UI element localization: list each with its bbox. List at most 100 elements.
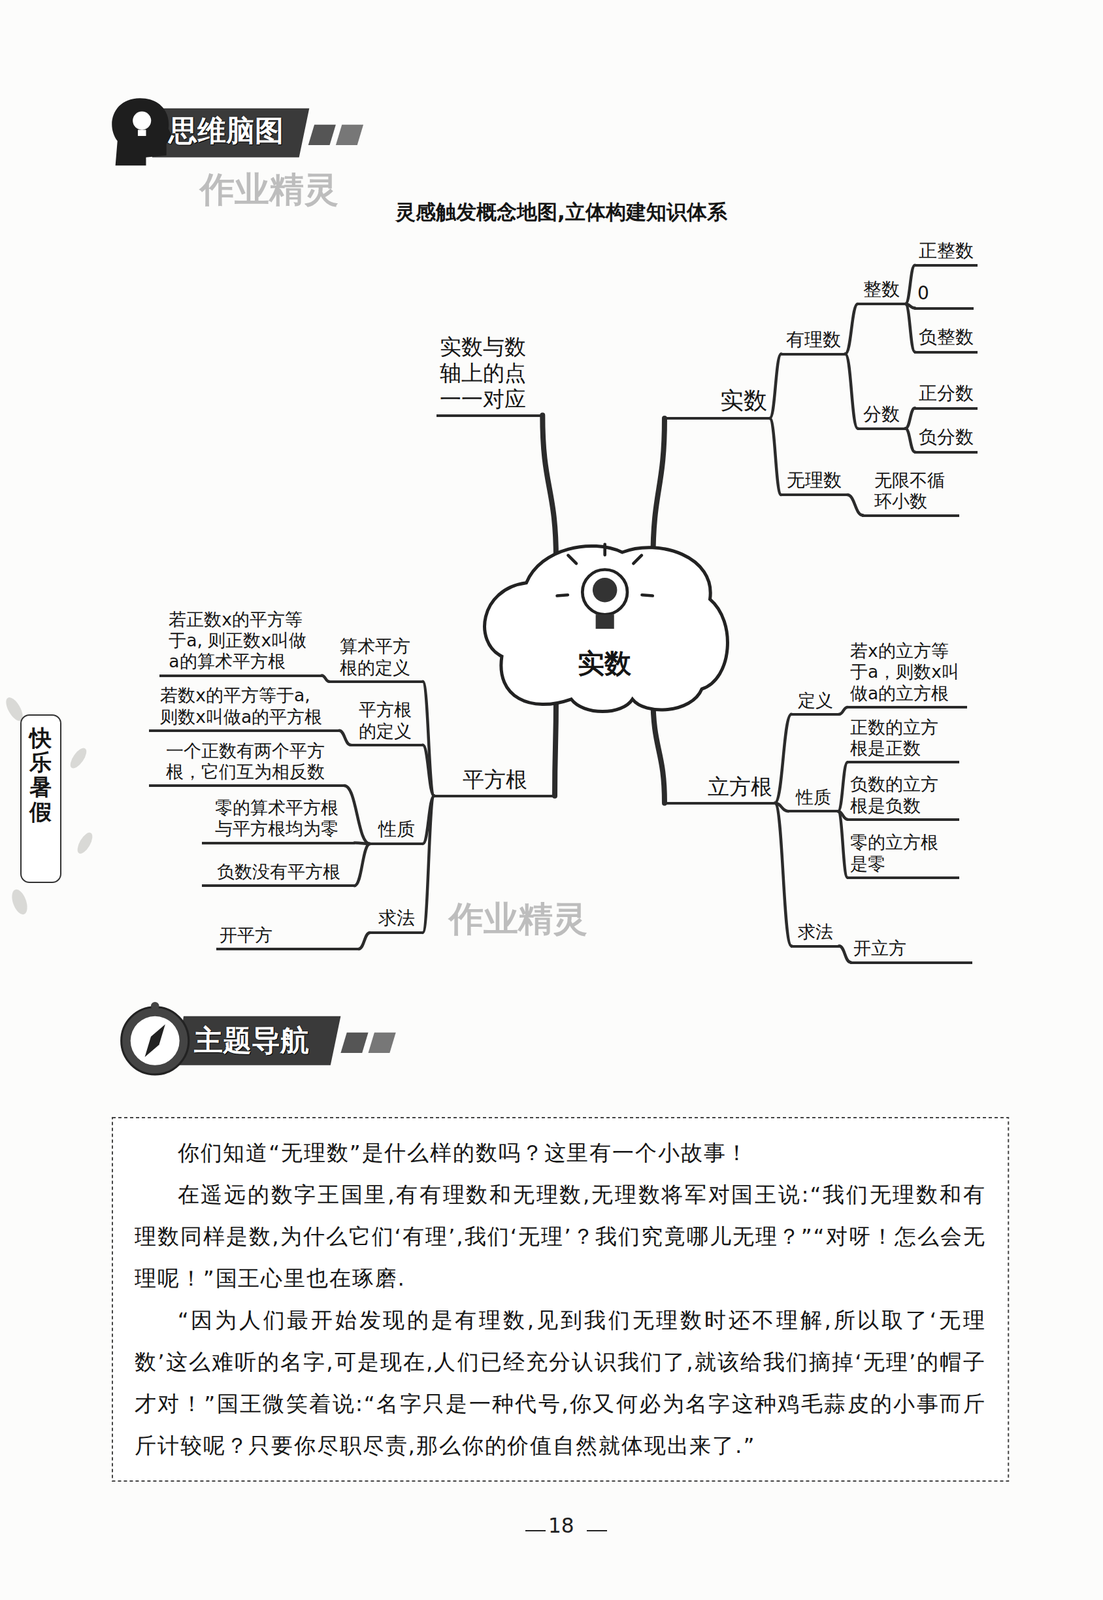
section-badge: 主题导航 <box>118 1001 404 1079</box>
branch-line <box>847 494 864 515</box>
mindmap-node: 开立方 <box>850 936 973 964</box>
node-text: 若正数x的平方等于a, 则正数x叫做a的算术平方根 <box>168 609 313 673</box>
node-text: 若数x的平方等于a, 则数x叫做a的平方根 <box>160 684 329 728</box>
mindmap-node: 性质 <box>787 785 839 813</box>
node-text: 快乐暑假 <box>29 725 52 825</box>
bulb-icon <box>557 544 653 629</box>
node-text: 正分数 <box>917 382 975 405</box>
branch-line <box>844 354 858 429</box>
branch-line <box>542 414 557 560</box>
page-subtitle: 灵感触发概念地图,立体构建知识体系 <box>305 198 817 227</box>
node-text: 算术平方根的定义 <box>339 635 413 679</box>
branch-line <box>554 696 557 796</box>
node-text: 正数的立方根是正数 <box>850 716 941 760</box>
watermark: 作业精灵 <box>448 895 588 943</box>
mindmap-node: 负数没有平方根 <box>201 859 355 887</box>
mindmap-node: 有理数 <box>780 327 847 356</box>
node-text: 无限不循环小数 <box>874 469 947 513</box>
story-paragraph: “因为人们最开始发现的是有理数,见到我们无理数时还不理解,所以取了‘无理数’这么… <box>134 1299 986 1467</box>
mindmap-node: 负整数 <box>914 324 978 353</box>
section-badge: 思维脑图 <box>105 94 376 168</box>
mindmap-node: 求法 <box>369 905 424 934</box>
mindmap-node: 若正数x的平方等于a, 则正数x叫做a的算术平方根 <box>159 607 323 677</box>
node-text: 性质 <box>790 786 836 808</box>
mindmap-node: 若数x的平方等于a, 则数x叫做a的平方根 <box>148 683 340 732</box>
mindmap-node: 零的立方根是零 <box>846 830 960 879</box>
branch-line <box>422 795 435 933</box>
mindmap-node: 正数的立方根是正数 <box>846 715 960 764</box>
mindmap-node: 负分数 <box>914 424 978 453</box>
page-number: 18 <box>541 1513 582 1537</box>
node-text: 若x的立方等于a，则数x叫做a的立方根 <box>850 640 960 704</box>
branch-line <box>838 761 849 811</box>
mindmap-node: 一个正数有两个平方根，它们互为相反数 <box>148 739 346 788</box>
node-text: 定义 <box>793 690 837 711</box>
node-text: 无理数 <box>784 469 845 492</box>
node-text: 性质 <box>372 818 421 841</box>
node-text: 求法 <box>793 921 837 943</box>
branch-line <box>422 744 435 796</box>
branch-line <box>652 418 665 560</box>
node-text: 一个正数有两个平方根，它们互为相反数 <box>165 740 328 783</box>
node-text: 正整数 <box>917 239 975 263</box>
node-text: 整数 <box>860 278 904 301</box>
node-text: 0 <box>917 282 971 305</box>
story-paragraph: 在遥远的数字王国里,有有理数和无理数,无理数将军对国王说:“我们无理数和有理数同… <box>134 1173 986 1300</box>
branch-line <box>774 803 792 947</box>
mindmap-node: 整数 <box>857 277 907 306</box>
brain-outline <box>484 545 728 711</box>
mindmap-node: 分数 <box>857 401 907 430</box>
branch-line <box>344 785 371 844</box>
node-text: 实数 <box>666 386 768 415</box>
mindmap-node: 平方根的定义 <box>350 697 424 747</box>
node-text: 开立方 <box>853 937 970 959</box>
mindmap-node: 0 <box>914 280 974 310</box>
branch-line <box>905 407 916 429</box>
node-text: 求法 <box>372 906 421 930</box>
node-text: 平方根 <box>437 766 553 793</box>
mindmap-node: 实数 <box>663 384 771 420</box>
leaf-decoration <box>2 694 96 917</box>
mindmap-node: 算术平方根的定义 <box>328 634 424 683</box>
mindmap-node: 开平方 <box>216 923 360 951</box>
watermark: 作业精灵 <box>199 166 339 214</box>
node-text: 负数没有平方根 <box>205 861 352 883</box>
node-text: 负整数 <box>917 326 975 349</box>
branch-line <box>358 932 371 949</box>
branch-line <box>774 714 792 804</box>
side-tab: 快乐暑假 <box>20 714 61 883</box>
mindmap-node: 实数与数轴上的点一一对应 <box>436 332 544 417</box>
branch-line <box>844 303 858 355</box>
branch-line <box>838 810 849 878</box>
branch-line <box>905 265 916 304</box>
story-box: 你们知道“无理数”是什么样的数吗？这里有一个小故事！在遥远的数字王国里,有有理数… <box>110 1115 1011 1483</box>
page-number-dash <box>525 1529 546 1532</box>
node-text: 实数 <box>469 535 740 683</box>
branch-line <box>839 945 851 962</box>
node-text: 主题导航 <box>194 1001 310 1079</box>
mindmap-node: 无限不循环小数 <box>861 468 959 517</box>
node-text: 负分数 <box>917 426 975 449</box>
page-number-dash <box>586 1529 608 1532</box>
node-text: 有理数 <box>784 328 843 351</box>
mindmap-node: 正整数 <box>914 238 978 267</box>
node-text: 零的算术平方根与平方根均为零 <box>214 797 342 840</box>
branch-line <box>422 681 435 796</box>
node-text: 开平方 <box>219 924 357 946</box>
node-text: 实数与数轴上的点一一对应 <box>439 333 530 413</box>
branch-line <box>769 418 782 495</box>
branch-line <box>905 428 916 453</box>
mindmap-node: 性质 <box>369 816 424 845</box>
mindmap-node: 无理数 <box>780 467 849 496</box>
branch-line <box>354 843 370 886</box>
node-text: 负数的立方根是负数 <box>850 773 941 817</box>
branch-line <box>769 354 782 419</box>
node-text: 零的立方根是零 <box>850 831 941 875</box>
node-text: 立方根 <box>666 773 773 800</box>
branch-line <box>339 730 351 745</box>
dashed-frame <box>110 1115 1011 1483</box>
mindmap-node: 求法 <box>790 920 840 947</box>
brain-outline <box>469 535 740 718</box>
mindmap-node: 平方根 <box>433 765 557 798</box>
